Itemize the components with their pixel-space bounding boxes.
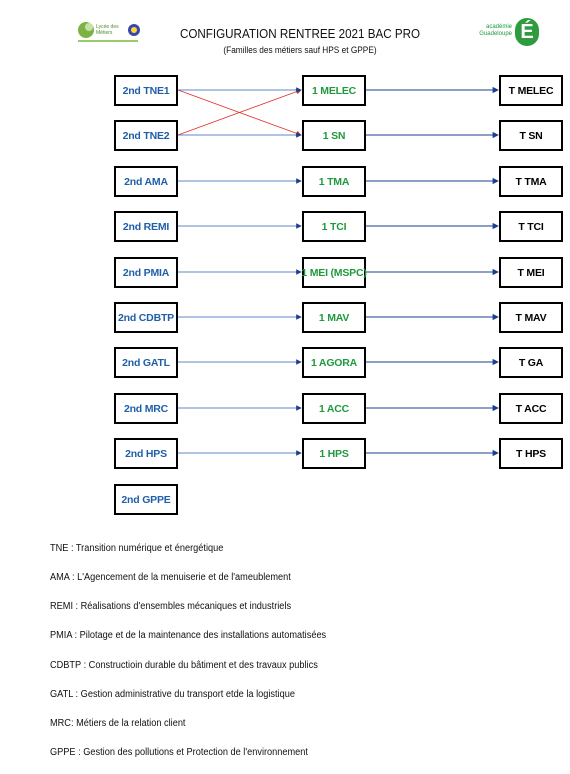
node-1-agora: 1 AGORA [302, 347, 366, 378]
logo-left-text: Lycée des Métiers [96, 24, 119, 36]
node-2nd-remi: 2nd REMI [114, 211, 178, 242]
node-1-melec: 1 MELEC [302, 75, 366, 106]
node-2nd-cdbtp: 2nd CDBTP [114, 302, 178, 333]
node-t-tci: T TCI [499, 211, 563, 242]
node-1-acc: 1 ACC [302, 393, 366, 424]
legend-item-remi: REMI : Réalisations d'ensembles mécaniqu… [50, 601, 292, 612]
node-2nd-gppe: 2nd GPPE [114, 484, 178, 515]
node-2nd-pmia: 2nd PMIA [114, 257, 178, 288]
academie-logo: académie Guadeloupe É [478, 18, 540, 48]
legend-item-tne: TNE : Transition numérique et énergétiqu… [50, 543, 224, 554]
node-1-hps: 1 HPS [302, 438, 366, 469]
academie-logo-mark: É [515, 18, 539, 46]
academie-logo-text: académie Guadeloupe [479, 24, 512, 37]
node-2nd-tne1: 2nd TNE1 [114, 75, 178, 106]
node-2nd-tne2: 2nd TNE2 [114, 120, 178, 151]
page-subtitle: (Familles des métiers sauf HPS et GPPE) [223, 45, 377, 55]
node-2nd-ama: 2nd AMA [114, 166, 178, 197]
node-t-hps: T HPS [499, 438, 563, 469]
legend-item-pmia: PMIA : Pilotage et de la maintenance des… [50, 630, 327, 641]
node-t-ga: T GA [499, 347, 563, 378]
node-1-sn: 1 SN [302, 120, 366, 151]
node-t-mav: T MAV [499, 302, 563, 333]
node-2nd-hps: 2nd HPS [114, 438, 178, 469]
legend-item-gppe: GPPE : Gestion des pollutions et Protect… [50, 747, 308, 758]
legend-item-cdbtp: CDBTP : Constructioin durable du bâtimen… [50, 660, 318, 671]
node-2nd-gatl: 2nd GATL [114, 347, 178, 378]
node-2nd-mrc: 2nd MRC [114, 393, 178, 424]
node-t-acc: T ACC [499, 393, 563, 424]
node-1-tma: 1 TMA [302, 166, 366, 197]
legend-item-ama: AMA : L'Agencement de la menuiserie et d… [50, 572, 291, 583]
legend-item-gatl: GATL : Gestion administrative du transpo… [50, 689, 295, 700]
node-t-melec: T MELEC [499, 75, 563, 106]
page-title: CONFIGURATION RENTREE 2021 BAC PRO [179, 27, 421, 41]
legend-item-mrc: MRC: Métiers de la relation client [50, 718, 186, 729]
lycee-des-metiers-logo [78, 22, 140, 42]
node-1-mav: 1 MAV [302, 302, 366, 333]
node-1-mei: 1 MEI (MSPC) [301, 257, 367, 288]
node-t-mei: T MEI [499, 257, 563, 288]
node-1-tci: 1 TCI [302, 211, 366, 242]
arrow-tne2-to-melec [177, 89, 302, 136]
node-t-tma: T TMA [499, 166, 563, 197]
node-t-sn: T SN [499, 120, 563, 151]
